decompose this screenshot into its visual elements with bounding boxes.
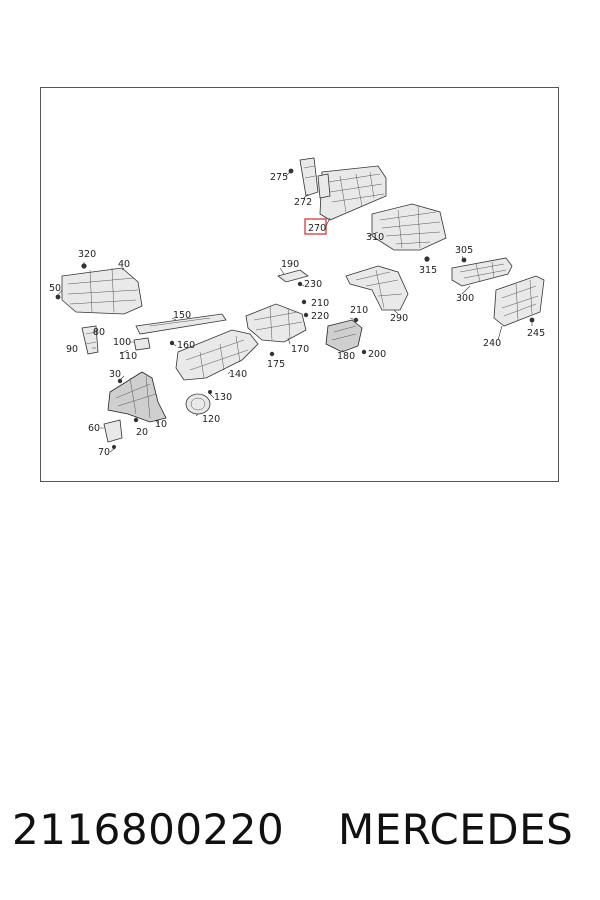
callout-200: 200 (368, 349, 386, 360)
fastener-130 (208, 390, 212, 394)
callout-270[interactable]: 270 (308, 223, 326, 234)
callout-60: 60 (88, 423, 100, 434)
brand-name: MERCEDES (338, 805, 574, 854)
leader-270 (325, 217, 331, 227)
part-140[interactable] (175, 329, 259, 381)
fastener-245 (529, 317, 535, 323)
fastener-50 (55, 294, 61, 300)
callout-305: 305 (455, 245, 473, 256)
part-170[interactable] (245, 303, 307, 343)
fastener-30 (117, 378, 123, 384)
callout-30: 30 (109, 369, 121, 380)
part-272[interactable] (299, 157, 319, 197)
callout-240: 240 (483, 338, 501, 349)
callout-90: 90 (66, 344, 78, 355)
fastener-175 (269, 351, 275, 357)
fastener-70 (112, 445, 116, 449)
callout-150: 150 (173, 310, 191, 321)
fastener-220 (303, 312, 309, 318)
callout-175: 175 (267, 359, 285, 370)
callout-40: 40 (118, 259, 130, 270)
leader-lines (57, 170, 533, 453)
callout-320: 320 (78, 249, 96, 260)
callout-245: 245 (527, 328, 545, 339)
fastener-20 (133, 417, 139, 423)
callout-100: 100 (113, 337, 131, 348)
callout-20: 20 (136, 427, 148, 438)
callout-110: 110 (119, 351, 137, 362)
callout-140: 140 (229, 369, 247, 380)
part-190[interactable] (277, 269, 309, 283)
callout-80: 80 (93, 327, 105, 338)
part-40[interactable] (61, 267, 143, 315)
callout-210-upper: 210 (311, 298, 329, 309)
fastener-200 (361, 349, 367, 355)
callout-220: 220 (311, 311, 329, 322)
callout-180: 180 (337, 351, 355, 362)
part-310[interactable] (371, 203, 447, 251)
footer: 2116800220 MERCEDES (0, 800, 600, 860)
callout-310: 310 (366, 232, 384, 243)
part-180[interactable] (325, 319, 363, 353)
callout-50: 50 (49, 283, 61, 294)
part-270[interactable] (317, 165, 387, 221)
callout-120: 120 (202, 414, 220, 425)
fastener-315 (424, 256, 430, 262)
part-300[interactable] (451, 257, 513, 287)
callout-70: 70 (98, 447, 110, 458)
callout-160: 160 (177, 340, 195, 351)
callout-272: 272 (294, 197, 312, 208)
part-120[interactable] (185, 393, 211, 415)
callout-170: 170 (291, 344, 309, 355)
part-290[interactable] (345, 265, 409, 311)
callout-315: 315 (419, 265, 437, 276)
part-100[interactable] (133, 337, 151, 351)
callout-130: 130 (214, 392, 232, 403)
callout-300: 300 (456, 293, 474, 304)
callout-230: 230 (304, 279, 322, 290)
part-60[interactable] (103, 419, 123, 443)
part-150[interactable] (135, 313, 227, 335)
callout-290: 290 (390, 313, 408, 324)
part-10[interactable] (107, 371, 167, 423)
fastener-320 (81, 263, 87, 269)
part-240[interactable] (493, 275, 545, 327)
callout-275: 275 (270, 172, 288, 183)
callout-10: 10 (155, 419, 167, 430)
highlight-box-270 (304, 218, 327, 235)
callout-210-lower: 210 (350, 305, 368, 316)
callout-190: 190 (281, 259, 299, 270)
part-number: 2116800220 (12, 805, 285, 854)
